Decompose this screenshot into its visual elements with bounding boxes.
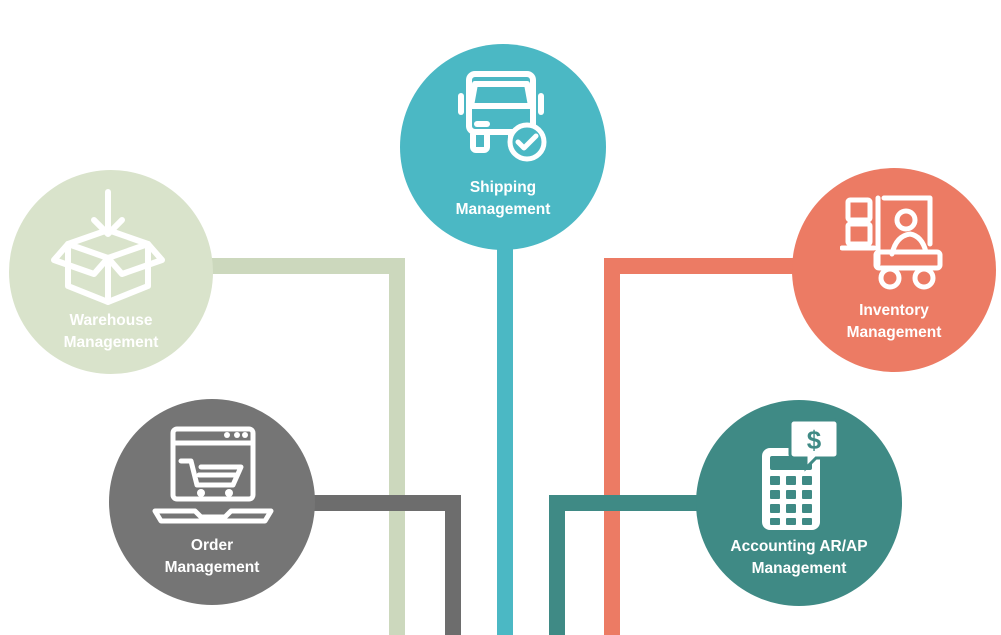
laptop-cart-icon bbox=[152, 426, 274, 524]
forklift-icon bbox=[840, 195, 943, 290]
order-connector bbox=[300, 495, 461, 635]
shipping-label: Shipping Management bbox=[455, 179, 551, 218]
order-label: Order Management bbox=[164, 537, 260, 576]
warehouse-node: Warehouse Management bbox=[9, 170, 213, 374]
warehouse-connector bbox=[200, 258, 405, 635]
order-node: Order Management bbox=[109, 399, 315, 605]
accounting-node: $ Accounting AR/AP Management bbox=[696, 400, 902, 606]
inventory-node: Inventory Management bbox=[792, 168, 996, 372]
box-arrow-icon bbox=[51, 189, 165, 305]
calculator-dollar-icon: $ bbox=[762, 418, 840, 530]
inventory-connector bbox=[604, 258, 800, 635]
truck-check-icon bbox=[458, 71, 547, 162]
accounting-label: Accounting AR/AP Management bbox=[730, 538, 868, 577]
warehouse-label: Warehouse Management bbox=[63, 312, 159, 351]
svg-text:$: $ bbox=[807, 425, 822, 455]
inventory-label: Inventory Management bbox=[846, 302, 942, 341]
accounting-connector bbox=[549, 495, 700, 635]
shipping-node: Shipping Management bbox=[400, 44, 606, 250]
